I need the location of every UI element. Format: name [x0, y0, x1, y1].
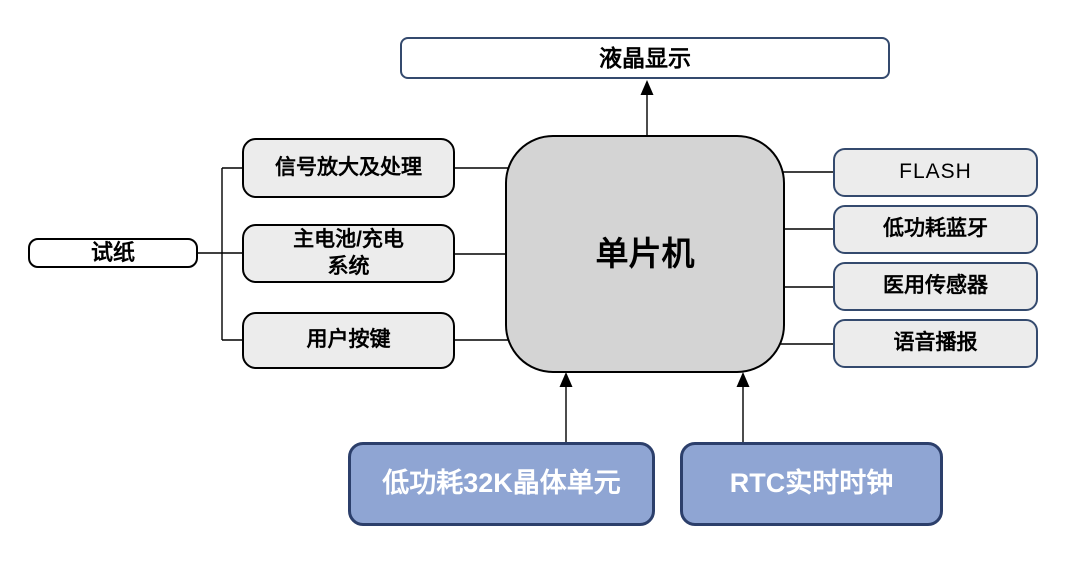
arrowhead-rtc — [736, 372, 750, 387]
node-voice-broadcast: 语音播报 — [833, 319, 1038, 368]
node-test-strip: 试纸 — [28, 238, 198, 268]
arrowhead-lcd — [640, 80, 654, 95]
node-rtc-clock: RTC实时时钟 — [680, 442, 943, 526]
node-signal-amplification: 信号放大及处理 — [242, 138, 455, 198]
node-user-buttons: 用户按键 — [242, 312, 455, 369]
node-32k-crystal-unit: 低功耗32K晶体单元 — [348, 442, 655, 526]
node-medical-sensor: 医用传感器 — [833, 262, 1038, 311]
node-battery-charging-system: 主电池/充电 系统 — [242, 224, 455, 283]
node-mcu: 单片机 — [505, 135, 785, 373]
arrowhead-crystal — [559, 372, 573, 387]
node-flash: FLASH — [833, 148, 1038, 197]
node-low-power-bluetooth: 低功耗蓝牙 — [833, 205, 1038, 254]
node-lcd-display: 液晶显示 — [400, 37, 890, 79]
